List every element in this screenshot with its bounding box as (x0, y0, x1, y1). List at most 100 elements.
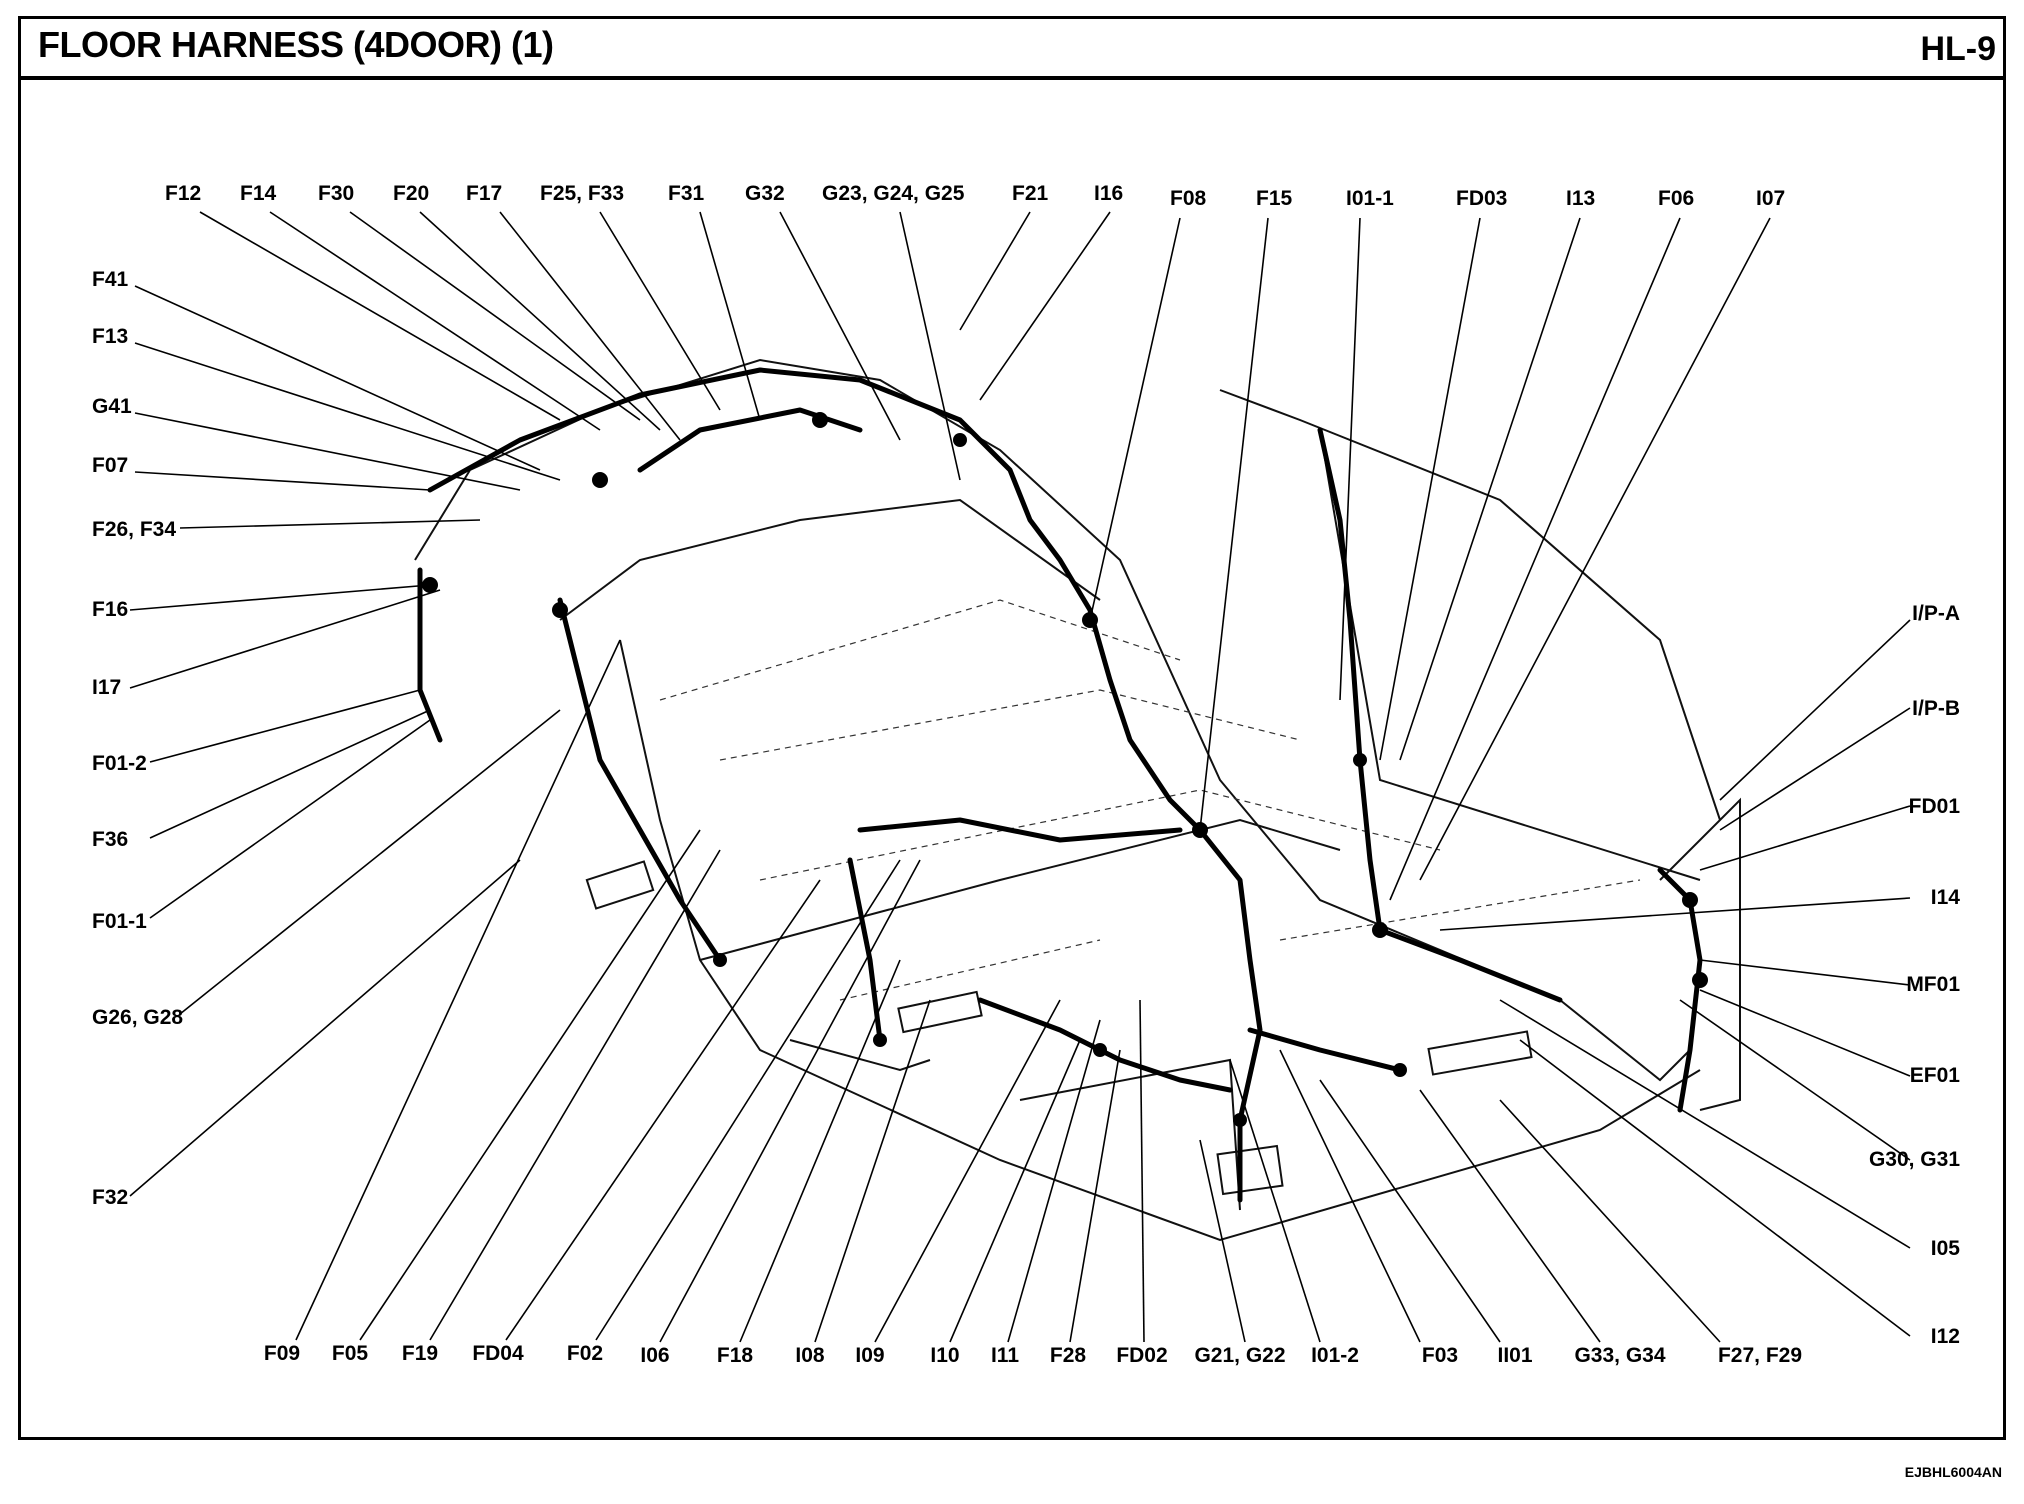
leader-line-fd04 (505, 879, 821, 1341)
leader-line-f01-2 (149, 689, 421, 763)
leader-line-f17 (499, 211, 681, 441)
callout-f26-f34: F26, F34 (92, 518, 176, 541)
callout-f25-f33: F25, F33 (540, 182, 624, 205)
callout-f17: F17 (466, 182, 502, 205)
callout-i11: I11 (991, 1344, 1019, 1367)
callout-f09: F09 (264, 1342, 300, 1365)
callout-i01-2: I01-2 (1311, 1344, 1359, 1367)
callout-f16: F16 (92, 598, 128, 621)
page-frame (18, 16, 2006, 1440)
leader-line-ii01 (1319, 1079, 1501, 1343)
leader-line-g30-g31 (1679, 999, 1911, 1161)
callout-f41: F41 (92, 268, 129, 291)
vehicle-body-outline (414, 358, 1741, 1242)
wiring-harness (417, 367, 1703, 1203)
callout-f31: F31 (668, 182, 705, 205)
callout-i17: I17 (92, 676, 121, 699)
leader-line-i05 (1499, 999, 1911, 1249)
callout-g21-g22: G21, G22 (1194, 1344, 1285, 1367)
leader-line-g21-g22 (1199, 1139, 1246, 1343)
callout-i05: I05 (1931, 1237, 1961, 1260)
leader-line-f03 (1279, 1049, 1421, 1343)
leader-line-f06 (1389, 217, 1681, 901)
leader-line-f31 (699, 211, 761, 421)
leader-line-f07 (134, 471, 431, 491)
callout-fd04: FD04 (472, 1342, 524, 1365)
page-title: FLOOR HARNESS (4DOOR) (1) (38, 24, 554, 65)
callout-i-p-a: I/P-A (1912, 602, 1960, 625)
leader-line-f41 (134, 285, 541, 471)
callout-f21: F21 (1012, 182, 1049, 205)
callout-f14: F14 (240, 182, 277, 205)
leader-line-f26-f34 (179, 519, 481, 529)
leader-line-f01-1 (149, 719, 431, 919)
callout-f07: F07 (92, 454, 128, 477)
leader-line-f13 (134, 342, 561, 481)
callout-g33-g34: G33, G34 (1574, 1344, 1665, 1367)
leader-line-f15 (1199, 217, 1269, 831)
callout-i12: I12 (1931, 1325, 1960, 1348)
leader-line-i11 (1007, 1019, 1101, 1343)
callout-i09: I09 (855, 1344, 884, 1367)
leader-line-i06 (659, 859, 921, 1343)
leader-line-i08 (814, 999, 931, 1343)
leader-line-f12 (199, 211, 561, 421)
leader-line-f28 (1069, 1049, 1121, 1343)
callout-i16: I16 (1094, 182, 1123, 205)
callout-f27-f29: F27, F29 (1718, 1344, 1802, 1367)
leader-line-i10 (949, 1039, 1081, 1343)
leader-line-f30 (349, 211, 641, 421)
callout-i13: I13 (1566, 187, 1595, 210)
leader-line-i12 (1519, 1039, 1911, 1337)
callout-g26-g28: G26, G28 (92, 1006, 183, 1029)
callout-g32: G32 (745, 182, 785, 205)
leader-line-i-p-a (1719, 619, 1911, 801)
leader-line-i01-2 (1229, 1059, 1321, 1343)
leader-line-f16 (129, 584, 431, 611)
image-code: EJBHL6004AN (1904, 1464, 2002, 1480)
leader-line-g41 (134, 412, 521, 491)
callout-fd02: FD02 (1116, 1344, 1167, 1367)
leader-line-g33-g34 (1419, 1089, 1601, 1343)
callout-ef01: EF01 (1910, 1064, 1961, 1087)
leader-line-f09 (295, 639, 621, 1341)
leader-line-g26-g28 (179, 709, 561, 1015)
leader-line-i-p-b (1719, 707, 1911, 831)
callout-mf01: MF01 (1906, 973, 1960, 996)
leader-line-f19 (429, 849, 721, 1341)
leader-line-i14 (1439, 897, 1911, 931)
leader-line-f21 (959, 211, 1031, 331)
callout-f18: F18 (717, 1344, 754, 1367)
callout-f08: F08 (1170, 187, 1207, 210)
header-rule (18, 76, 2006, 80)
callout-g23-g24-g25: G23, G24, G25 (822, 182, 965, 205)
callout-f32: F32 (92, 1186, 128, 1209)
callout-f20: F20 (393, 182, 429, 205)
leader-line-f32 (129, 859, 521, 1197)
leader-line-f27-f29 (1499, 1099, 1721, 1343)
leader-line-g23-g24-g25 (899, 211, 961, 481)
callout-g30-g31: G30, G31 (1869, 1148, 1960, 1171)
callout-f15: F15 (1256, 187, 1293, 210)
leader-line-f20 (419, 211, 661, 431)
callout-i07: I07 (1756, 187, 1785, 210)
leader-line-fd03 (1379, 217, 1481, 761)
callout-f19: F19 (402, 1342, 438, 1365)
page-code: HL-9 (1920, 30, 1996, 68)
callout-f01-2: F01-2 (92, 752, 147, 775)
leader-line-i16 (979, 211, 1111, 401)
callout-ii01: II01 (1497, 1344, 1532, 1367)
callout-f30: F30 (318, 182, 354, 205)
leader-line-g32 (779, 211, 901, 441)
callout-f28: F28 (1050, 1344, 1087, 1367)
leader-line-i13 (1399, 217, 1581, 761)
leader-line-mf01 (1699, 959, 1911, 986)
callout-fd03: FD03 (1456, 187, 1507, 210)
callout-i08: I08 (795, 1344, 825, 1367)
callout-g41: G41 (92, 395, 132, 418)
leader-line-f36 (149, 709, 431, 839)
callout-f02: F02 (567, 1342, 603, 1365)
leader-line-fd02 (1139, 999, 1145, 1343)
callout-f36: F36 (92, 828, 128, 851)
